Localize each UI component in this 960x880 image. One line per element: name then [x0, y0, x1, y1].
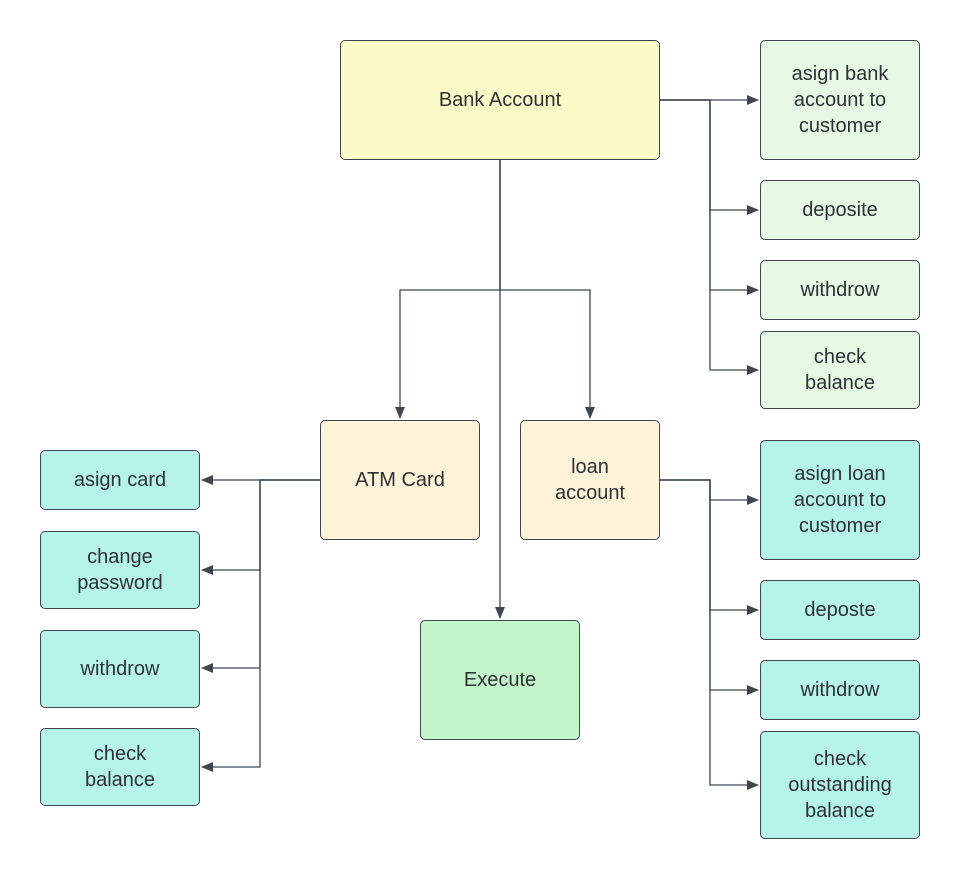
- loan-deposit-node: deposte: [760, 580, 920, 640]
- atm-check-balance-node: check balance: [40, 728, 200, 806]
- assign-card-node: asign card: [40, 450, 200, 510]
- connector-loan-account-to-check-outstanding: [660, 479, 759, 790]
- connector-bank-account-to-loan-account: [499, 160, 595, 419]
- connector-atm-card-to-atm-withdraw: [201, 479, 320, 673]
- connector-bank-account-to-deposit: [660, 99, 759, 215]
- connector-atm-card-to-atm-check-balance: [201, 479, 320, 772]
- assign-bank-account-node: asign bank account to customer: [760, 40, 920, 160]
- bank-account-node: Bank Account: [340, 40, 660, 160]
- withdraw-node: withdrow: [760, 260, 920, 320]
- connector-atm-card-to-change-password: [201, 479, 320, 575]
- change-password-node: change password: [40, 531, 200, 609]
- atm-card-node: ATM Card: [320, 420, 480, 540]
- connector-loan-account-to-assign-loan-account: [660, 479, 759, 505]
- assign-loan-account-node: asign loan account to customer: [760, 440, 920, 560]
- loan-withdraw-node: withdrow: [760, 660, 920, 720]
- check-balance-node: check balance: [760, 331, 920, 409]
- connector-loan-account-to-loan-withdraw: [660, 479, 759, 695]
- deposit-node: deposite: [760, 180, 920, 240]
- check-outstanding-balance-node: check outstanding balance: [760, 731, 920, 839]
- loan-account-node: loan account: [520, 420, 660, 540]
- connector-bank-account-to-withdraw: [660, 99, 759, 295]
- connector-bank-account-to-atm-card: [395, 160, 501, 419]
- connector-bank-account-to-check-balance: [660, 99, 759, 375]
- execute-node: Execute: [420, 620, 580, 740]
- atm-withdraw-node: withdrow: [40, 630, 200, 708]
